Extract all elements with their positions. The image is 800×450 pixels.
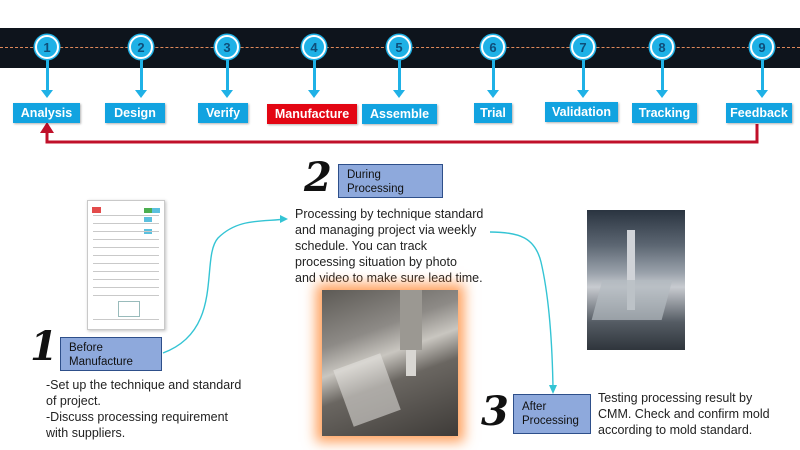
step-2-arrow-icon bbox=[135, 90, 147, 98]
step-6-connector bbox=[492, 59, 495, 91]
step-7-marker: 7 bbox=[571, 35, 595, 59]
phase-before-manufacture-box: Before Manufacture bbox=[60, 337, 162, 371]
phase-2-description: Processing by technique standard and man… bbox=[295, 207, 484, 285]
step-label-validation: Validation bbox=[545, 102, 618, 122]
step-8-marker: 8 bbox=[650, 35, 674, 59]
step-5-connector bbox=[398, 59, 401, 91]
step-label-manufacture: Manufacture bbox=[267, 104, 357, 124]
doc-sketch-icon bbox=[118, 301, 140, 317]
step-9-marker: 9 bbox=[750, 35, 774, 59]
step-label-assemble: Assemble bbox=[362, 104, 437, 124]
step-label-tracking: Tracking bbox=[632, 103, 697, 123]
step-4-connector bbox=[313, 59, 316, 91]
step-6-arrow-icon bbox=[487, 90, 499, 98]
machining-photo bbox=[322, 290, 458, 436]
step-9-connector bbox=[761, 59, 764, 91]
step-6-marker: 6 bbox=[481, 35, 505, 59]
step-label-verify: Verify bbox=[198, 103, 248, 123]
phase-3-description: Testing processing result by CMM. Check … bbox=[598, 391, 770, 437]
phase-3-number: 3 bbox=[481, 388, 509, 435]
step-label-feedback: Feedback bbox=[726, 103, 792, 123]
document-thumbnail bbox=[87, 200, 165, 330]
phase-during-processing-box: During Processing bbox=[338, 164, 443, 198]
step-8-connector bbox=[661, 59, 664, 91]
step-7-arrow-icon bbox=[577, 90, 589, 98]
step-label-design: Design bbox=[105, 103, 165, 123]
phase-2-title-line1: During bbox=[347, 169, 381, 181]
step-3-marker: 3 bbox=[215, 35, 239, 59]
step-3-connector bbox=[226, 59, 229, 91]
phase-3-title-line2: Processing bbox=[522, 415, 579, 427]
cmm-inspection-photo bbox=[587, 210, 685, 350]
step-label-trial: Trial bbox=[474, 103, 512, 123]
step-2-connector bbox=[140, 59, 143, 91]
phase-3-title-line1: After bbox=[522, 401, 547, 413]
phase-1-number: 1 bbox=[30, 323, 58, 370]
phase-1-title-line1: Before bbox=[69, 342, 103, 354]
step-1-connector bbox=[46, 59, 49, 91]
step-3-arrow-icon bbox=[221, 90, 233, 98]
phase-1-title-line2: Manufacture bbox=[69, 356, 133, 368]
step-5-arrow-icon bbox=[393, 90, 405, 98]
step-4-marker: 4 bbox=[302, 35, 326, 59]
step-2-marker: 2 bbox=[129, 35, 153, 59]
phase-after-processing-box: After Processing bbox=[513, 394, 591, 434]
phase-1-description: -Set up the technique and standard of pr… bbox=[46, 378, 242, 440]
step-1-arrow-icon bbox=[41, 90, 53, 98]
step-1-marker: 1 bbox=[35, 35, 59, 59]
step-7-connector bbox=[582, 59, 585, 91]
phase-2-title-line2: Processing bbox=[347, 183, 404, 195]
doc-logo-icon bbox=[92, 207, 101, 213]
step-9-arrow-icon bbox=[756, 90, 768, 98]
phase-2-number: 2 bbox=[304, 154, 332, 201]
step-8-arrow-icon bbox=[656, 90, 668, 98]
step-5-marker: 5 bbox=[387, 35, 411, 59]
step-4-arrow-icon bbox=[308, 90, 320, 98]
step-label-analysis: Analysis bbox=[13, 103, 80, 123]
